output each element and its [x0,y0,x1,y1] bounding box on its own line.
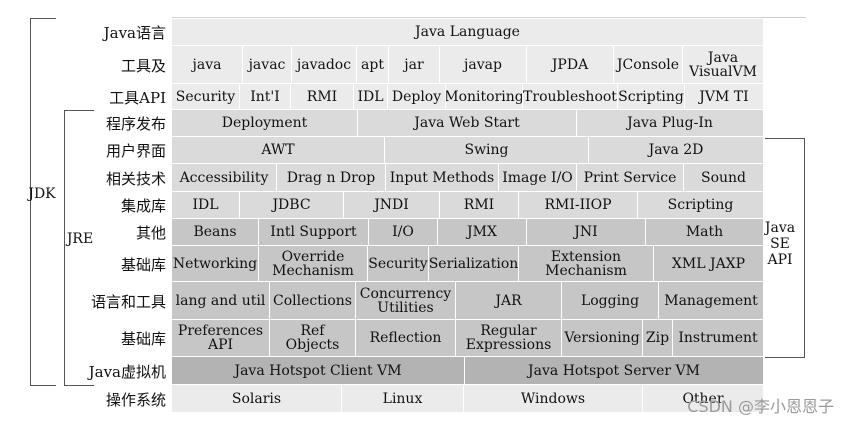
component-cell: Versioning [562,320,643,357]
jdk-label: JDK [28,186,56,202]
component-cell: Networking [172,246,259,282]
component-cell: Java 2D [589,137,764,164]
component-cell: Instrument [673,320,764,357]
jre-label: JRE [66,231,94,247]
component-cell: java [172,46,243,84]
component-cell: IDL [354,84,388,110]
component-cell: Collections [270,282,356,320]
component-cell: Troubleshoot [523,84,618,110]
component-cell: apt [357,46,389,84]
row-label: 其他 [135,224,166,242]
component-cell: Intl Support [259,219,369,246]
component-cell: lang and util [172,282,270,320]
component-cell: Management [659,282,764,320]
component-cell: javap [440,46,527,84]
component-cell: JMX [438,219,527,246]
component-cell: Java VisualVM [683,46,764,84]
component-cell: Java Language [172,19,764,46]
jdk-bracket-bottom [30,385,56,386]
row-label: 用户界面 [105,142,166,160]
component-cell: JNI [527,219,646,246]
component-cell: Java Plug-In [577,110,764,137]
component-cell: RMI [291,84,354,110]
component-cell: Monitoring [446,84,523,110]
component-cell: Reflection [356,320,456,357]
component-cell: Extension Mechanism [519,246,654,282]
component-cell: Accessibility [172,164,277,192]
row-label: 集成库 [120,197,166,215]
component-cell: Print Service [577,164,684,192]
component-cell: Deployment [172,110,358,137]
jre-bracket-top [64,110,94,111]
component-cell: Linux [342,385,464,413]
se-api-bracket-vertical [804,138,805,358]
top-rule [172,17,806,18]
row-label: 语言和工具 [90,292,166,311]
jre-bracket-vertical [64,110,65,386]
component-cell: Concurrency Utilities [356,282,456,320]
component-cell: RMI [440,192,519,219]
row-label: 相关技术 [105,169,166,188]
component-cell: Scripting [638,192,764,219]
se-api-bracket-top [765,138,805,139]
component-cell: JPDA [527,46,614,84]
component-cell: Preferences API [172,320,270,357]
component-cell: Ref Objects [270,320,356,357]
component-cell: Regular Expressions [456,320,562,357]
watermark: CSDN @李小恩恩子 [687,397,834,416]
row-label: 工具API [109,88,166,107]
row-label: Java语言 [103,24,166,42]
component-cell: RMI-IIOP [519,192,638,219]
component-cell: javac [243,46,292,84]
component-cell: JNDI [344,192,440,219]
component-cell: Deploy [388,84,446,110]
component-cell: I/O [369,219,438,246]
jre-bracket-bottom [64,385,94,386]
component-cell: Other [643,385,764,413]
component-cell: Solaris [172,385,342,413]
component-cell: Security [172,84,240,110]
component-cell: JAR [456,282,562,320]
component-cell: Zip [643,320,673,357]
component-cell: IDL [172,192,240,219]
component-cell: jar [389,46,440,84]
component-cell: Image I/O [499,164,577,192]
row-label: 程序发布 [105,115,166,133]
component-cell: JDBC [240,192,344,219]
component-cell: Beans [172,219,259,246]
component-cell: Swing [385,137,589,164]
component-cell: Java Web Start [358,110,577,137]
component-cell: Input Methods [386,164,499,192]
java-se-api-label: Java SE API [764,220,796,269]
component-cell: Override Mechanism [259,246,368,282]
component-cell: Math [646,219,764,246]
component-cell: Security [368,246,429,282]
jdk-bracket-vertical [30,18,31,386]
component-cell: Windows [464,385,643,413]
component-cell: Java Hotspot Client VM [172,357,465,385]
component-cell: Drag n Drop [277,164,386,192]
component-cell: AWT [172,137,385,164]
component-cell: Logging [562,282,659,320]
component-cell: XML JAXP [654,246,764,282]
row-label: 工具及 [120,56,166,75]
component-cell: Int'I [240,84,291,110]
se-api-bracket-bottom [765,357,805,358]
row-label: 基础库 [120,330,166,348]
row-label: Java虚拟机 [88,362,166,381]
component-cell: JVM TI [685,84,764,110]
row-label: 操作系统 [105,390,166,409]
component-cell: JConsole [614,46,683,84]
component-cell: Serialization [429,246,519,282]
component-cell: javadoc [292,46,357,84]
component-cell: Scripting [618,84,685,110]
row-label: 基础库 [120,255,166,274]
component-cell: Java Hotspot Server VM [465,357,764,385]
component-cell: Sound [684,164,764,192]
jdk-bracket-top [30,18,56,19]
